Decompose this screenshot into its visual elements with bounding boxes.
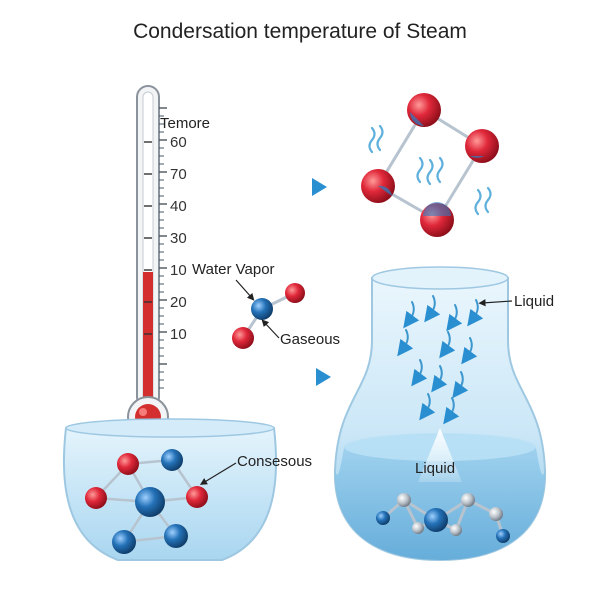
- thermometer-tick-label: 10: [170, 262, 187, 279]
- thermometer-tick-labels: 60 70 40 30 10 20 10: [144, 134, 187, 343]
- left-beaker: [62, 418, 278, 561]
- label-gaseous: Gaseous: [280, 331, 340, 348]
- beaker-atoms: [85, 449, 208, 554]
- condensing-droplets: [397, 295, 484, 425]
- thermometer-tick-label: 60: [170, 134, 187, 151]
- thermometer-tick-label: 70: [170, 166, 187, 183]
- flask-molecule-chain: [376, 493, 510, 543]
- thermometer-ticks: [159, 107, 167, 389]
- thermometer-tick-label: 40: [170, 198, 187, 215]
- condensation-flask: [333, 266, 547, 562]
- label-liquid-flask: Liquid: [415, 460, 455, 477]
- mercury-column: [143, 272, 153, 412]
- vapor-wisps: [368, 124, 492, 216]
- label-water-vapor: Water Vapor: [192, 261, 275, 278]
- steam-molecule-ring: [361, 93, 499, 237]
- label-consesous: Consesous: [237, 453, 312, 470]
- thermometer-tick-label: 10: [170, 326, 187, 343]
- flask-liquid: [334, 434, 546, 560]
- label-liquid-top: Liquid: [514, 293, 554, 310]
- thermometer-header: Temore: [160, 115, 210, 132]
- page-title: Condersation temperature of Steam: [133, 20, 467, 43]
- thermometer-tick-label: 20: [170, 294, 187, 311]
- light-beam: [418, 428, 462, 482]
- water-vapor-molecule: [232, 283, 305, 349]
- thermometer: 60 70 40 30 10 20 10 Temore: [127, 85, 210, 438]
- thermometer-tick-label: 30: [170, 230, 187, 247]
